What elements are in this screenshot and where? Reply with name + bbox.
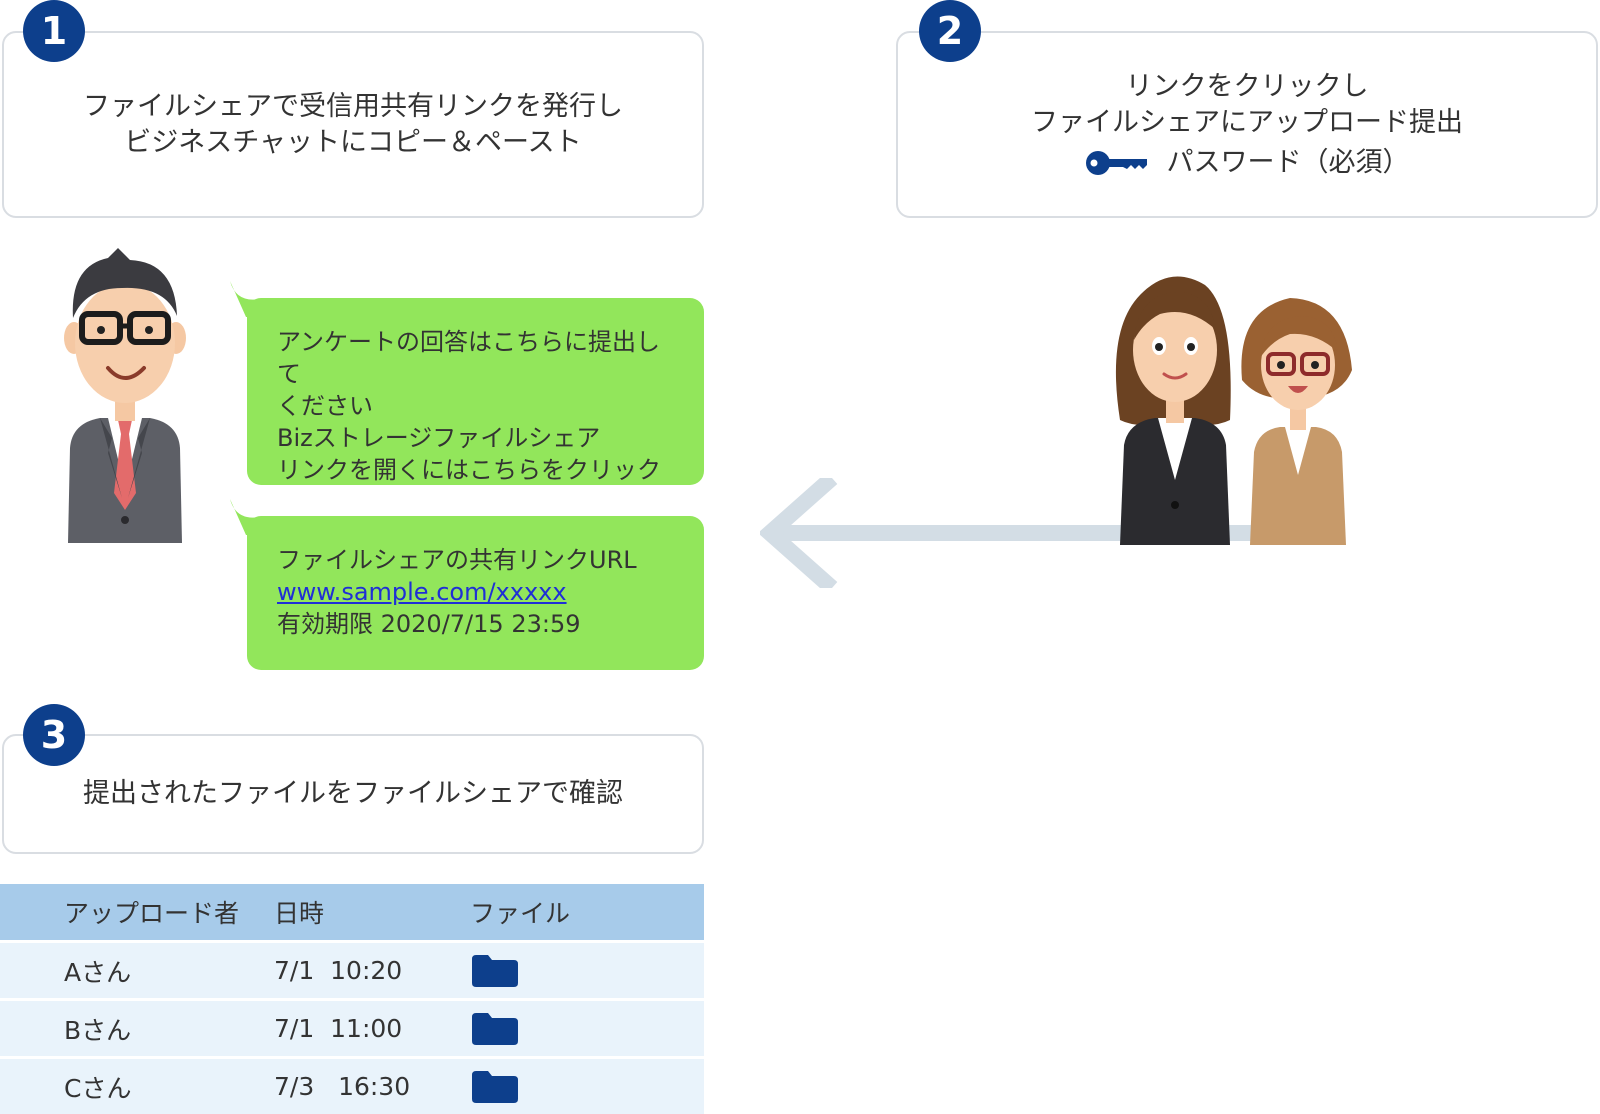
file-cell <box>470 998 704 1058</box>
bubble2-line1: ファイルシェアの共有リンクURL <box>277 546 637 574</box>
table-row: Bさん 7/1 11:00 <box>0 998 704 1058</box>
header-uploader: アップロード者 <box>0 884 274 942</box>
step1-box: ファイルシェアで受信用共有リンクを発行し ビジネスチャットにコピー＆ペースト <box>2 31 704 218</box>
businessman-illustration <box>64 248 186 543</box>
upload-table: アップロード者 日時 ファイル Aさん 7/1 10:20 Bさん 7/1 11… <box>0 884 704 1114</box>
header-datetime: 日時 <box>274 884 470 942</box>
step3-text: 提出されたファイルをファイルシェアで確認 <box>83 778 623 809</box>
password-label: パスワード（必須） <box>1166 146 1410 178</box>
step2-password-line: パスワード（必須） <box>1085 145 1410 181</box>
bubble1-line3: Bizストレージファイルシェア <box>277 424 601 452</box>
key-icon <box>1085 150 1147 175</box>
step1-line1: ファイルシェアで受信用共有リンクを発行し <box>83 90 623 122</box>
bubble1-line2: ください <box>277 392 373 420</box>
file-cell <box>470 1056 704 1114</box>
bubble1-line4: リンクを開くにはこちらをクリック <box>277 456 661 484</box>
recipients-illustration <box>1115 276 1352 545</box>
folder-icon[interactable] <box>472 954 518 987</box>
uploader-cell: Aさん <box>0 940 274 1000</box>
shared-link[interactable]: www.sample.com/xxxxx <box>277 578 567 606</box>
chat-bubble-1: アンケートの回答はこちらに提出して ください Bizストレージファイルシェア リ… <box>247 298 704 485</box>
chat-bubble-2: ファイルシェアの共有リンクURL www.sample.com/xxxxx 有効… <box>247 516 704 670</box>
bubble1-line1: アンケートの回答はこちらに提出して <box>277 328 661 388</box>
table-row: Cさん 7/3 16:30 <box>0 1056 704 1114</box>
table-row: Aさん 7/1 10:20 <box>0 940 704 1000</box>
step2-line1: リンクをクリックし <box>1125 70 1369 102</box>
step2-line2: ファイルシェアにアップロード提出 <box>1031 106 1463 138</box>
step2-box: リンクをクリックし ファイルシェアにアップロード提出 パスワード（必須） <box>896 31 1598 218</box>
datetime-cell: 7/1 11:00 <box>274 998 470 1058</box>
datetime-cell: 7/1 10:20 <box>274 940 470 1000</box>
folder-icon[interactable] <box>472 1012 518 1045</box>
step2-badge: 2 <box>919 0 981 62</box>
bubble2-line3: 有効期限 2020/7/15 23:59 <box>277 610 581 638</box>
folder-icon[interactable] <box>472 1070 518 1103</box>
uploader-cell: Bさん <box>0 998 274 1058</box>
file-cell <box>470 940 704 1000</box>
header-file: ファイル <box>470 884 704 942</box>
uploader-cell: Cさん <box>0 1056 274 1114</box>
datetime-cell: 7/3 16:30 <box>274 1056 470 1114</box>
step1-badge: 1 <box>23 0 85 62</box>
table-header-row: アップロード者 日時 ファイル <box>0 884 704 942</box>
step3-badge: 3 <box>23 704 85 766</box>
step3-box: 提出されたファイルをファイルシェアで確認 <box>2 734 704 854</box>
step1-line2: ビジネスチャットにコピー＆ペースト <box>124 126 582 158</box>
